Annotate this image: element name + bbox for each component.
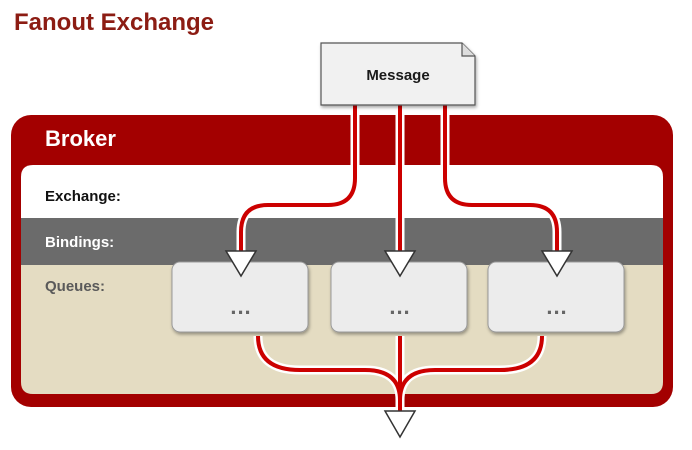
triangle-down-icon	[540, 250, 574, 278]
folded-corner-icon	[461, 43, 475, 57]
message-document: Message	[320, 42, 476, 106]
consumer-line-right	[398, 335, 544, 401]
queue-label: ...	[230, 294, 251, 319]
queues-row-label: Queues:	[45, 278, 105, 295]
triangle-down-icon	[224, 250, 258, 278]
triangle-down-icon	[383, 410, 417, 439]
route-line-queue-1	[239, 105, 357, 252]
message-label: Message	[366, 67, 429, 84]
queue-box: ...	[171, 261, 309, 333]
exchange-row-label: Exchange:	[45, 188, 121, 205]
queue-label: ...	[546, 294, 567, 319]
queue-box: ...	[487, 261, 625, 333]
routing-lines	[236, 105, 562, 412]
bindings-row-label: Bindings:	[45, 234, 114, 251]
diagram-title: Fanout Exchange	[14, 9, 214, 36]
route-line-queue-3	[443, 105, 559, 252]
queue-label: ...	[389, 294, 410, 319]
triangle-down-icon	[383, 250, 417, 278]
broker-label: Broker	[45, 126, 116, 151]
queue-box: ...	[330, 261, 468, 333]
